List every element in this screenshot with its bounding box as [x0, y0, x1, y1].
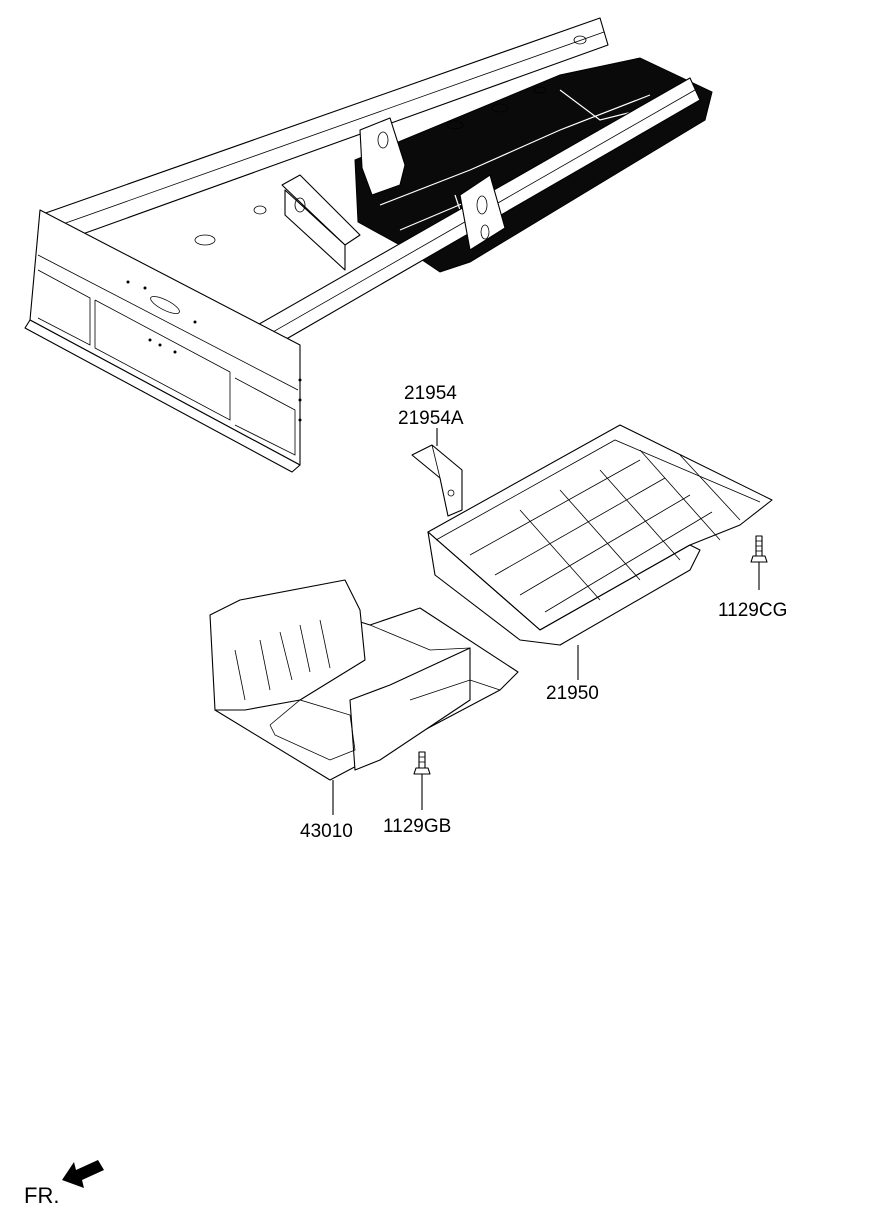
label-1129cg: 1129CG: [718, 600, 787, 621]
skid-side-wall: [209, 579, 366, 711]
bolt-1129gb-icon: [413, 751, 431, 810]
bolt-1129cg-icon: [750, 535, 768, 590]
skid-right-wall: [349, 647, 471, 771]
part-21954-bracket: [411, 428, 463, 517]
tray-body: [427, 531, 701, 646]
vehicle-frame: [24, 17, 713, 473]
bracket-lower: [459, 174, 506, 251]
rail-holes: [194, 35, 587, 246]
label-21954: 21954: [404, 383, 457, 404]
part-43010-skid-plate: [209, 579, 519, 815]
label-21950: 21950: [546, 683, 599, 704]
label-43010: 43010: [300, 821, 353, 842]
bracket-upper: [359, 117, 406, 196]
skid-slots: [234, 619, 331, 701]
cross-member-middle: [281, 174, 361, 246]
part-21950-tray: [427, 424, 773, 680]
label-21954a: 21954A: [398, 408, 464, 429]
label-1129gb: 1129GB: [383, 816, 451, 837]
panel-holes: [126, 280, 302, 422]
front-direction-arrow-icon: [62, 1160, 104, 1188]
tray-grid: [469, 449, 741, 613]
front-direction-label: FR.: [24, 1183, 59, 1208]
